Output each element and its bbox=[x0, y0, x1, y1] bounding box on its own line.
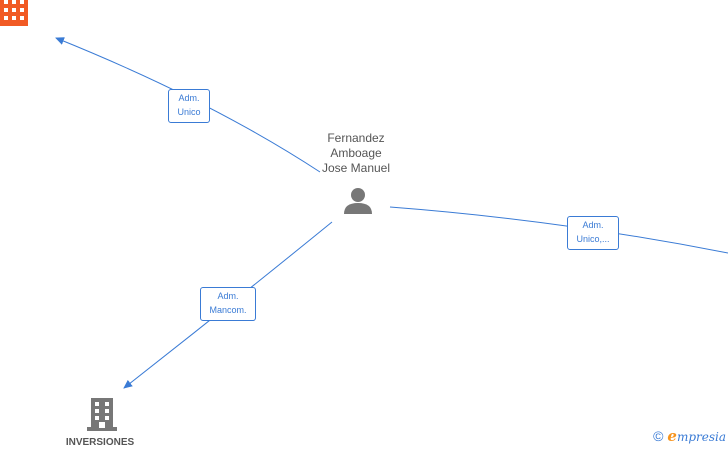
brand-logo-text: mpresia bbox=[676, 430, 726, 444]
edge-label-adm-mancom[interactable]: Adm. Mancom. bbox=[200, 287, 256, 321]
edge-label-line: Adm. bbox=[217, 291, 239, 301]
person-name-label[interactable]: Fernandez Amboage Jose Manuel bbox=[306, 131, 406, 176]
building-icon[interactable] bbox=[87, 398, 117, 431]
person-name-line: Jose Manuel bbox=[321, 161, 391, 175]
person-name-line: Amboage bbox=[330, 146, 382, 160]
edge-label-adm-unico[interactable]: Adm. Unico bbox=[168, 89, 210, 123]
edge-label-adm-unico-etc[interactable]: Adm. Unico,... bbox=[567, 216, 619, 250]
building-icon[interactable] bbox=[0, 0, 28, 26]
person-icon[interactable] bbox=[344, 188, 372, 214]
edge-label-line: Adm. bbox=[178, 93, 200, 103]
person-name-line: Fernandez bbox=[327, 131, 385, 145]
edge-line-adm-unico-etc bbox=[389, 206, 728, 254]
copyright-icon: © bbox=[653, 428, 664, 444]
brand-watermark: ©empresia bbox=[653, 427, 726, 445]
company-label[interactable]: INVERSIONES bbox=[65, 437, 135, 448]
edge-label-line: Adm. bbox=[582, 220, 604, 230]
edge-label-line: Unico bbox=[177, 107, 201, 117]
edge-label-line: Mancom. bbox=[209, 305, 247, 315]
edge-label-line: Unico,... bbox=[576, 234, 610, 244]
brand-logo-initial: e bbox=[667, 427, 677, 445]
